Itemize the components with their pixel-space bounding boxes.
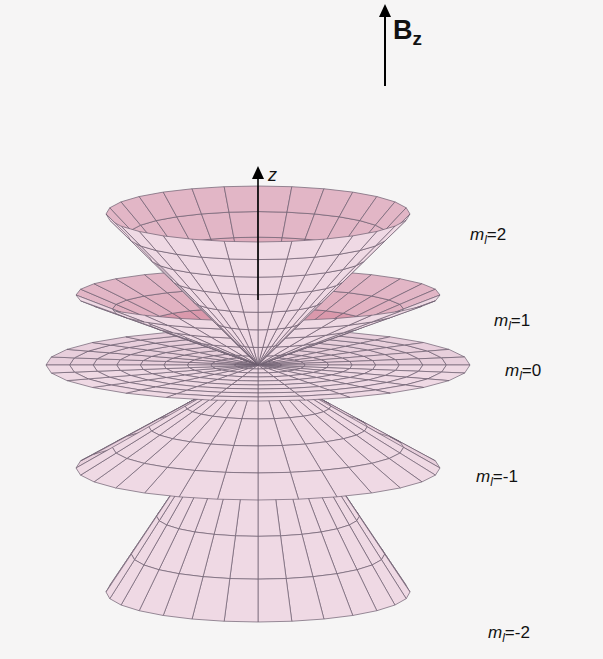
z-axis-arrow <box>252 166 264 300</box>
cone-facet <box>304 362 329 365</box>
cone-facet <box>258 579 292 622</box>
cone-facet <box>51 372 88 380</box>
quantum-number-label: ml=0 <box>505 362 541 383</box>
cone-facet <box>164 365 189 369</box>
quantum-number-label: ml=-2 <box>488 624 530 645</box>
cone-facet <box>286 577 324 622</box>
cone-facet <box>46 365 74 373</box>
cone-facet <box>229 212 258 238</box>
field-arrow-shaft <box>384 14 386 86</box>
cone-facet <box>121 226 156 250</box>
cone-facet <box>373 360 400 365</box>
cone-facet <box>327 361 352 365</box>
cone-facet <box>258 472 298 500</box>
cone-facet <box>149 406 187 431</box>
cone-facet <box>106 554 135 599</box>
cone-facet <box>258 330 268 348</box>
cone-facet <box>140 365 166 369</box>
cone-facet <box>258 277 282 295</box>
cone-facet <box>93 365 120 371</box>
cone-facet <box>224 241 258 259</box>
cone-facet <box>258 373 274 377</box>
cone-facet <box>258 365 263 369</box>
cone-facet <box>116 311 168 325</box>
cone-facet <box>396 359 423 365</box>
cone-facet <box>258 446 290 473</box>
cone-facet <box>258 345 278 365</box>
cone-facet <box>117 365 144 370</box>
cone-facet <box>258 347 272 365</box>
cone-facet <box>46 357 74 365</box>
quantum-number-label: ml=-1 <box>476 468 518 489</box>
cone-facet <box>258 396 305 401</box>
cone-facet <box>258 186 292 212</box>
cone-facet <box>442 365 470 373</box>
cone-facet <box>201 212 233 239</box>
field-arrow <box>379 4 391 86</box>
field-label: Bz <box>393 16 422 49</box>
axis-label: z <box>268 166 277 186</box>
cone-facet <box>258 536 286 579</box>
cone-facet <box>258 369 268 373</box>
cone-surface <box>46 329 470 401</box>
cone-facet <box>258 347 263 365</box>
cone-facet <box>187 365 212 368</box>
cone-facet <box>258 419 282 446</box>
cone-facet <box>442 357 470 365</box>
quantum-number-label: ml=1 <box>494 312 530 333</box>
cone-facet <box>106 214 131 241</box>
cone-facet <box>131 516 159 559</box>
cone-surface <box>76 365 440 500</box>
cone-facet <box>258 365 268 369</box>
cone-facet <box>258 346 275 365</box>
cone-facet <box>300 394 350 400</box>
quantum-number-label: ml=2 <box>470 226 506 247</box>
cone-facet <box>287 239 324 259</box>
z-axis-arrow-head <box>252 166 264 179</box>
cone-facet <box>258 259 287 277</box>
cone-facet <box>258 294 277 312</box>
cone-facet <box>76 295 116 314</box>
field-arrow-head <box>379 4 391 17</box>
cone-facet <box>211 365 235 367</box>
cone-facet <box>224 186 258 212</box>
cone-facet <box>234 365 258 367</box>
cone-facet <box>258 312 272 330</box>
cone-facet <box>258 241 292 259</box>
cone-facet <box>76 447 116 475</box>
cone-facet <box>112 427 151 453</box>
z-axis-arrow-shaft <box>257 176 259 300</box>
cone-facet <box>192 187 229 214</box>
cone-facet <box>211 396 258 401</box>
cone-facet <box>428 349 465 357</box>
cone-facet <box>350 361 376 365</box>
cone-surface <box>106 365 410 622</box>
cone-facet <box>235 365 258 367</box>
cone-facet <box>258 347 267 365</box>
